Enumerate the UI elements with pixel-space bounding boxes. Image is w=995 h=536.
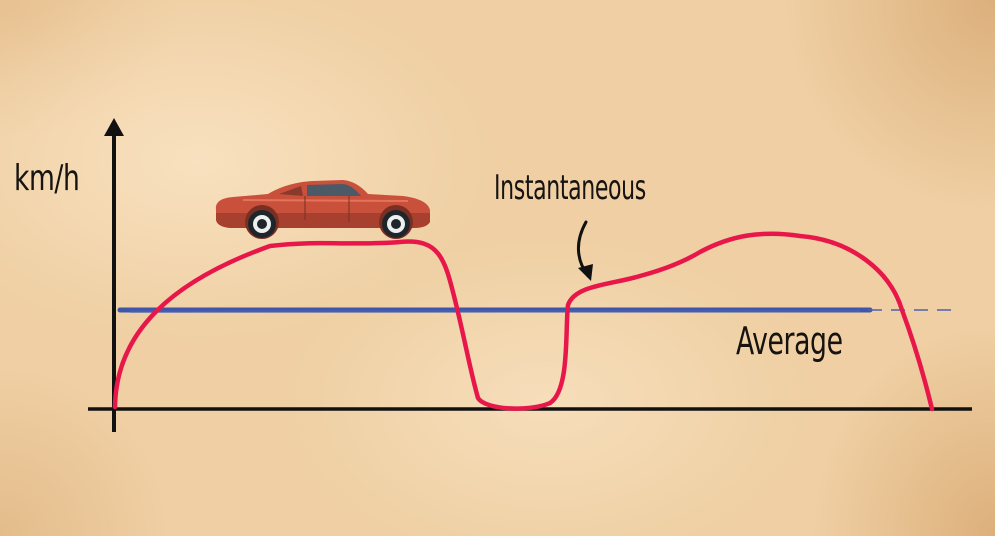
instantaneous-curve (112, 231, 935, 412)
y-axis-label: km/h (14, 158, 80, 199)
instantaneous-label: Instantaneous (494, 168, 646, 208)
y-axis-arrow-icon (104, 118, 124, 136)
average-label: Average (736, 319, 843, 363)
y-axis (104, 118, 124, 432)
annotation-arrow-icon (576, 220, 593, 281)
car-icon (215, 180, 430, 239)
average-line (117, 307, 960, 313)
